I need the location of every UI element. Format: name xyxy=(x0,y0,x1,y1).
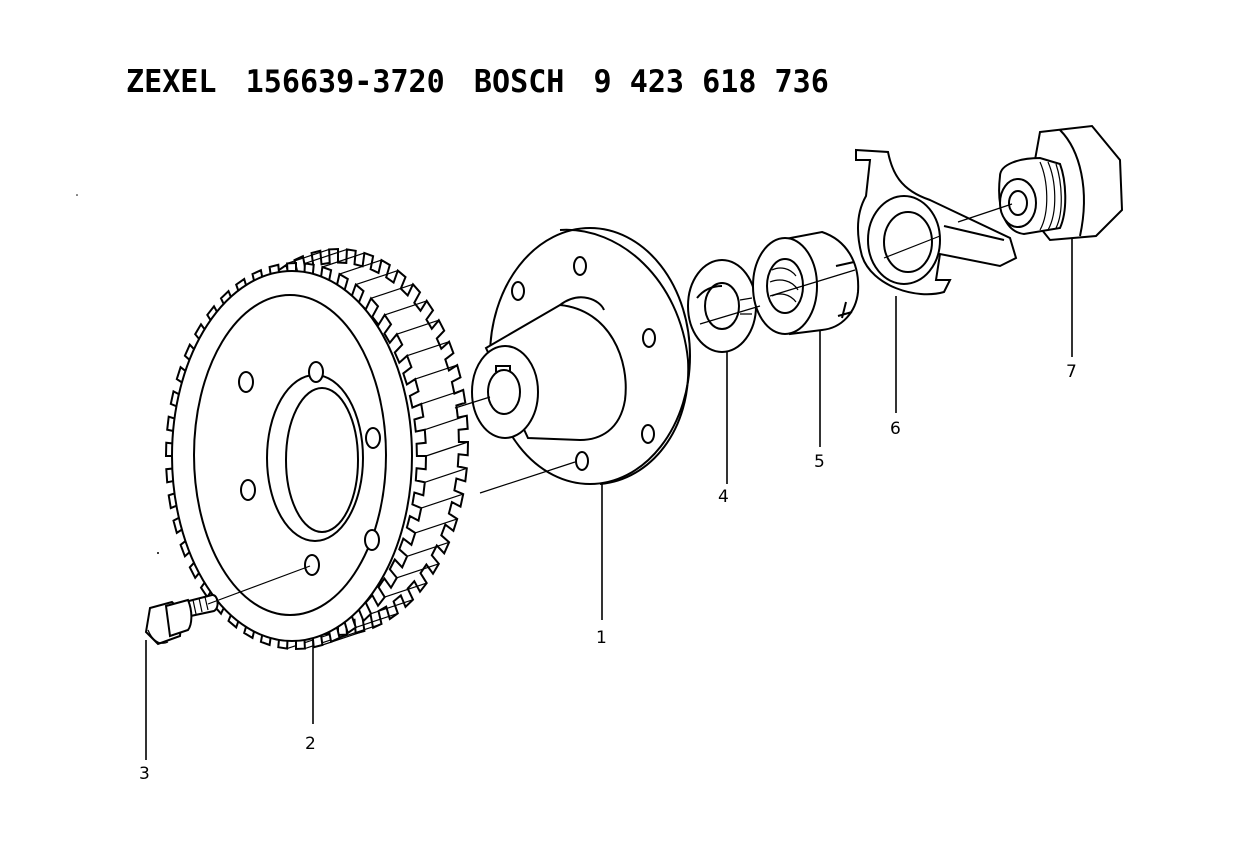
round-nut xyxy=(752,230,860,336)
gear xyxy=(164,247,470,651)
title-part-zexel: 156639-3720 xyxy=(245,64,445,100)
gear-tooth-edge xyxy=(370,599,414,615)
callout-6: 6 xyxy=(890,419,901,439)
callout-5: 5 xyxy=(814,452,825,472)
callout-2: 2 xyxy=(305,734,316,754)
gear-tooth-edge xyxy=(322,252,365,268)
callout-1: 1 xyxy=(596,628,607,648)
diagram-title: ZEXEL 156639-3720 BOSCH 9 423 618 736 xyxy=(126,64,829,100)
gear-tooth-edge xyxy=(355,612,398,628)
gear-bolt-holes xyxy=(238,361,381,576)
gear-tooth-edge xyxy=(370,283,414,299)
gear-bore xyxy=(266,374,364,542)
gear-bolt-hole xyxy=(365,427,381,449)
gear-tooth-edge xyxy=(384,300,427,316)
hex-plug xyxy=(998,124,1124,242)
gear-tooth-edge xyxy=(421,389,464,405)
gear-tooth-edge xyxy=(425,441,469,457)
gear-tooth-edge xyxy=(396,319,439,335)
gear-tooth-edge xyxy=(415,518,458,534)
callout-labels: 1 2 3 4 5 6 7 xyxy=(139,362,1077,784)
gear-bolt-hole xyxy=(364,529,380,551)
gear-bolt-hole xyxy=(238,371,254,393)
assembly-lines xyxy=(207,203,1013,605)
bolt xyxy=(144,594,219,646)
lock-washer xyxy=(687,259,757,353)
gear-tooth-edge xyxy=(339,259,382,275)
gear-tooth-edge xyxy=(396,563,439,579)
gear-tooth-edge xyxy=(406,541,450,557)
gear-tooth-edge xyxy=(421,493,464,509)
gear-tooth-edge xyxy=(424,467,467,483)
round-nut-face xyxy=(752,237,818,335)
title-brand-bosch: BOSCH xyxy=(473,64,565,100)
gear-tooth-edge xyxy=(384,582,427,598)
title-brand-zexel: ZEXEL xyxy=(126,64,217,100)
gear-tooth-edge xyxy=(322,630,365,646)
leader-lines xyxy=(145,238,1073,760)
callout-7: 7 xyxy=(1066,362,1077,382)
gear-tooth-edge xyxy=(304,248,348,264)
gear-bolt-hole xyxy=(304,554,320,576)
gear-tooth-edge xyxy=(424,415,467,431)
hub-flange xyxy=(471,227,691,485)
title-part-bosch: 9 423 618 736 xyxy=(593,64,829,100)
callout-3: 3 xyxy=(139,764,150,784)
gear-tooth-edge xyxy=(355,270,398,286)
lock-plate xyxy=(855,148,1018,296)
gear-bolt-hole xyxy=(308,361,324,383)
gear-tooth-edge xyxy=(415,364,458,380)
gear-tooth-edge xyxy=(286,248,330,264)
hub-boss-end xyxy=(471,345,539,439)
gear-bolt-hole xyxy=(240,479,256,501)
gear-tooth-edge xyxy=(406,341,450,357)
callout-4: 4 xyxy=(718,487,729,507)
gear-tooth-edge xyxy=(339,623,382,639)
